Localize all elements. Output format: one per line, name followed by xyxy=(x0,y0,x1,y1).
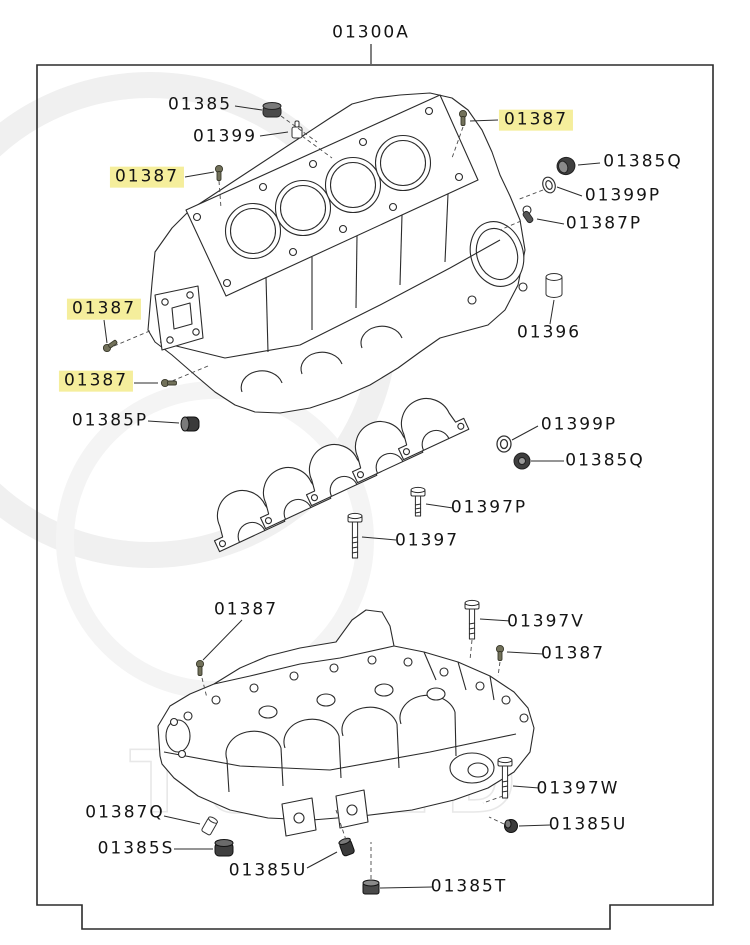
main-bearing-caps-drawing xyxy=(198,385,470,553)
part-01385T-plug xyxy=(363,880,379,894)
leader-lines xyxy=(104,106,600,888)
crankcase-webs xyxy=(164,646,516,792)
part-01396-sleeve xyxy=(546,274,562,298)
small-parts xyxy=(101,103,578,895)
part-01385-plug xyxy=(263,103,281,118)
part-01399P-ring-lower xyxy=(497,436,511,452)
part-01387-stud-left xyxy=(101,337,119,354)
part-01397P-bolt xyxy=(411,487,425,516)
part-01385S-cap xyxy=(215,840,233,857)
part-01397-bolt xyxy=(348,513,362,558)
diagram-border xyxy=(37,44,713,929)
part-01399P-ring-right xyxy=(541,175,558,194)
part-01385U-plug-bottom xyxy=(338,837,355,857)
part-01387P-pin xyxy=(522,210,534,223)
part-01385Q-cup-plug-right xyxy=(555,155,578,177)
part-01397V-bolt xyxy=(465,600,479,639)
upper-cylinder-block-drawing xyxy=(148,93,532,413)
part-01385U-plug-right xyxy=(505,820,518,833)
front-face-ribs xyxy=(160,194,500,392)
lower-crankcase-drawing xyxy=(158,610,534,836)
hidden-leader-lines xyxy=(114,116,543,879)
part-01387-stud-mid xyxy=(195,659,205,676)
part-01387Q-dowel xyxy=(201,816,218,836)
deck-bolt-holes xyxy=(194,108,463,287)
part-01387-stud-right xyxy=(495,644,505,661)
part-01397W-bolt xyxy=(498,757,512,798)
part-01387-stud-upper-left xyxy=(214,164,224,181)
part-01385P-cap xyxy=(181,417,199,431)
part-01385Q-cup-plug-lower xyxy=(514,453,530,469)
